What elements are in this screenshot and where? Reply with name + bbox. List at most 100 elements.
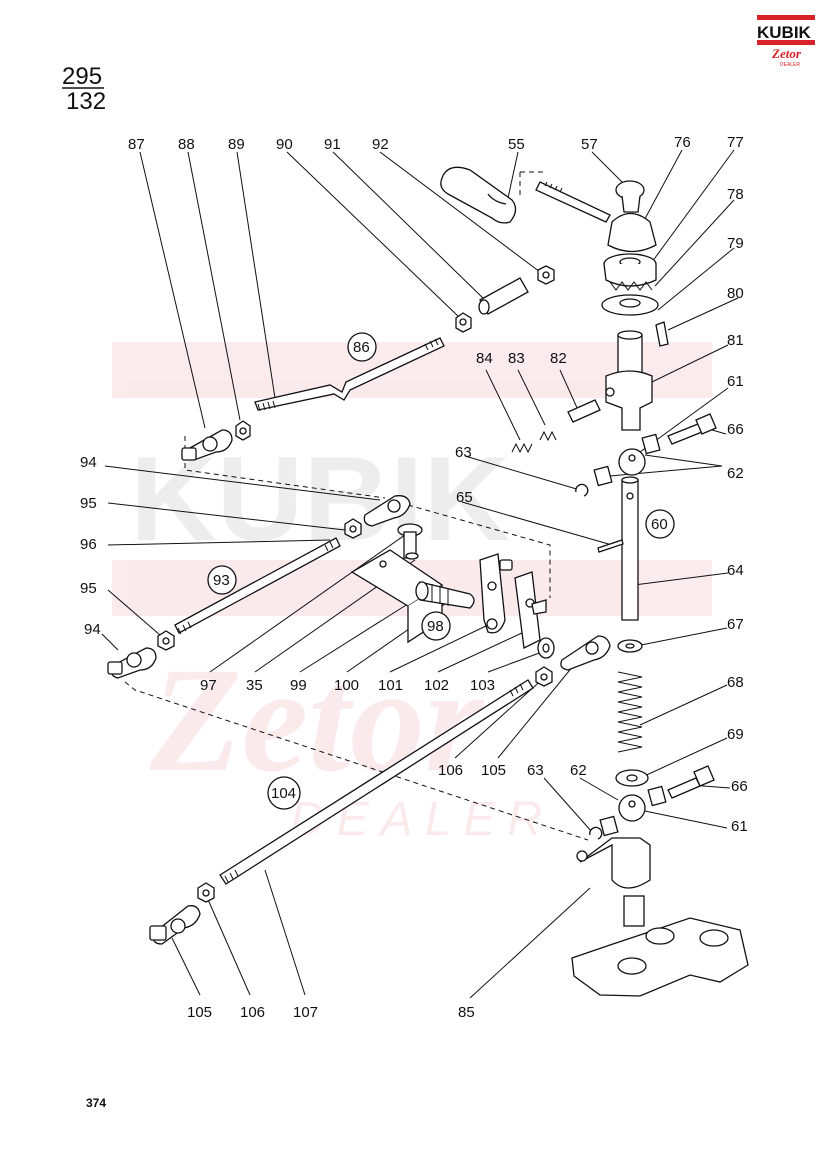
callout-87: 87	[128, 136, 145, 153]
rod-93	[174, 537, 341, 635]
nut-106-upper	[535, 666, 553, 687]
callout-102: 102	[424, 677, 449, 694]
ball-joint-105-lower	[149, 905, 201, 945]
circlip-63-lower	[589, 815, 619, 840]
callout-61-lower: 61	[731, 818, 748, 835]
callout-105-upper: 105	[481, 762, 506, 779]
callout-57: 57	[581, 136, 598, 153]
assembly-dashed-lines	[124, 171, 589, 841]
washer-69	[615, 769, 649, 787]
callout-83: 83	[508, 350, 525, 367]
callout-67: 67	[727, 616, 744, 633]
callout-62-upper: 62	[727, 465, 744, 482]
callout-62-lower: 62	[570, 762, 587, 779]
callout-61-upper: 61	[727, 373, 744, 390]
callout-80: 80	[727, 285, 744, 302]
callout-82: 82	[550, 350, 567, 367]
callout-103: 103	[470, 677, 495, 694]
callout-77: 77	[727, 134, 744, 151]
shift-rod-86	[254, 337, 445, 412]
callout-89: 89	[228, 136, 245, 153]
bushing-103	[537, 637, 555, 659]
callout-69: 69	[727, 726, 744, 743]
circled-98: 98	[421, 611, 451, 641]
svg-text:86: 86	[353, 339, 370, 356]
callout-97: 97	[200, 677, 217, 694]
callout-101: 101	[378, 677, 403, 694]
logo-tag: DEALER	[780, 62, 800, 68]
svg-text:93: 93	[213, 572, 230, 589]
logo-bar-bottom	[757, 40, 815, 45]
callout-100: 100	[334, 677, 359, 694]
callout-65: 65	[456, 489, 473, 506]
callout-96: 96	[80, 536, 97, 553]
bracket-85	[571, 837, 749, 997]
reference-number-top: 295	[62, 63, 102, 90]
ball-joint-87	[181, 429, 233, 461]
callout-106-lower: 106	[240, 1004, 265, 1021]
nut-90	[455, 312, 472, 333]
ball-61-upper	[618, 448, 646, 476]
spring-84	[511, 442, 533, 454]
circled-104: 104	[267, 776, 301, 810]
svg-text:60: 60	[651, 516, 668, 533]
plate-62-upper	[593, 433, 661, 487]
callout-95-upper: 95	[80, 495, 97, 512]
lever-rod-upper	[535, 181, 611, 223]
callout-66-upper: 66	[727, 421, 744, 438]
bolt-66-lower	[667, 765, 715, 799]
pin-65	[597, 539, 624, 553]
plate-62-lower	[647, 785, 667, 807]
nut-95-lower	[157, 630, 175, 651]
ball-joint-105-upper	[560, 635, 611, 671]
ball-joint-94-upper	[363, 495, 411, 527]
spring-68	[617, 671, 643, 753]
nut-95-upper	[344, 518, 362, 539]
callout-95-lower: 95	[80, 580, 97, 597]
bolt-66-upper	[667, 413, 717, 445]
callout-81: 81	[727, 332, 744, 349]
bolt-97	[397, 523, 423, 560]
reference-number-bottom: 132	[66, 88, 106, 115]
callout-labels: 87 88 89 90 91 92 55 57 76 77 78 79 80 8…	[80, 134, 748, 1021]
kubik-logo: KUBIK Zetor DEALER	[757, 15, 815, 68]
callout-76: 76	[674, 134, 691, 151]
callout-105-lower: 105	[187, 1004, 212, 1021]
washer-79	[601, 294, 659, 316]
knob-57	[615, 180, 645, 213]
spring-seat-78	[609, 281, 653, 291]
circled-86: 86	[347, 332, 377, 362]
lever-101	[479, 553, 513, 634]
circlip-63-upper	[575, 483, 589, 497]
spring-83	[539, 430, 557, 442]
watermark-sub: Zetor	[149, 637, 485, 803]
pin-82	[567, 399, 601, 423]
callout-64: 64	[727, 562, 744, 579]
callout-90: 90	[276, 136, 293, 153]
callout-106-upper: 106	[438, 762, 463, 779]
watermark-tag: DEALER	[290, 793, 554, 846]
washer-67	[617, 639, 643, 653]
nut-106-lower	[197, 882, 215, 903]
page-number: 374	[86, 1096, 106, 1110]
logo-sub: Zetor	[771, 46, 802, 61]
housing-81	[605, 330, 653, 431]
nut-88	[235, 420, 251, 441]
callout-85: 85	[458, 1004, 475, 1021]
shaft-100	[415, 581, 475, 609]
svg-text:98: 98	[427, 618, 444, 635]
callout-66-lower: 66	[731, 778, 748, 795]
lever-102	[514, 571, 547, 649]
svg-text:104: 104	[271, 785, 296, 802]
callout-99: 99	[290, 677, 307, 694]
callout-79: 79	[727, 235, 744, 252]
logo-bar-top	[757, 15, 815, 20]
callout-94-upper: 94	[80, 454, 97, 471]
logo-brand: KUBIK	[757, 23, 812, 42]
callout-78: 78	[727, 186, 744, 203]
callout-107: 107	[293, 1004, 318, 1021]
rod-104-107	[219, 679, 534, 885]
callout-92: 92	[372, 136, 389, 153]
ball-61-lower	[618, 794, 646, 822]
